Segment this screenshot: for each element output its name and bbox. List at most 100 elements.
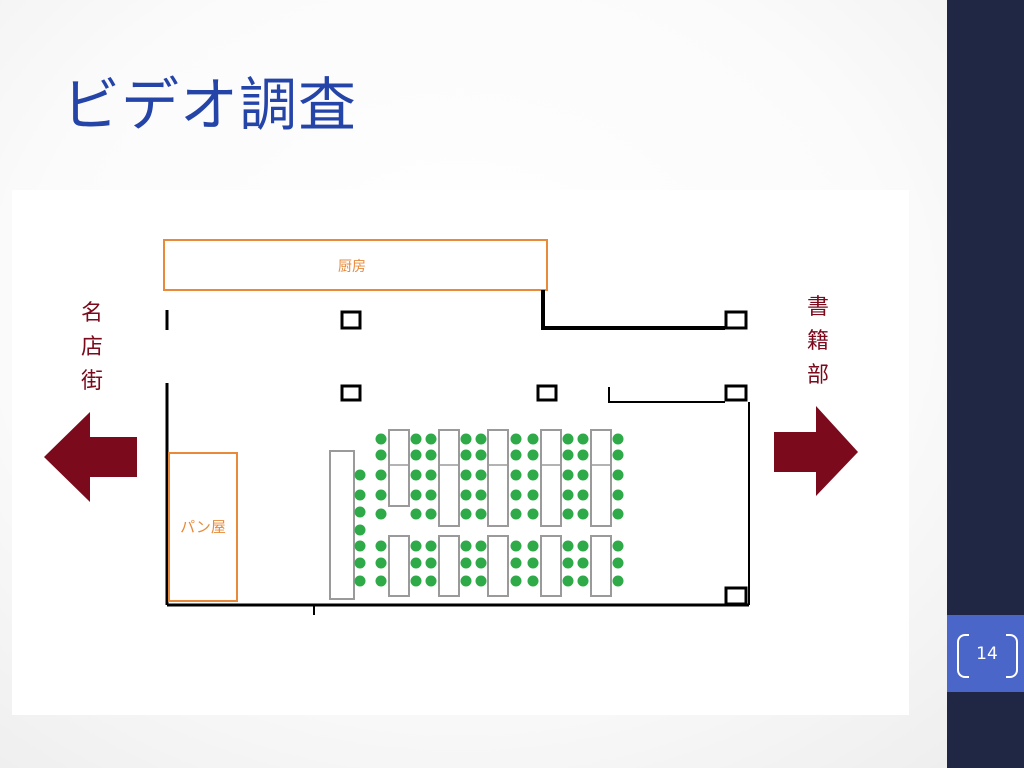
seat-dot: [410, 489, 422, 501]
seat-dot: [354, 469, 366, 481]
seat-dot: [375, 449, 387, 461]
seat-dot: [410, 449, 422, 461]
seat-dot: [510, 469, 522, 481]
bakery-box: [168, 452, 238, 602]
seat-dot: [425, 489, 437, 501]
seat-dot: [410, 508, 422, 520]
seat-dot: [577, 433, 589, 445]
seat-dot: [510, 540, 522, 552]
floorplan-canvas: 厨房 パン屋: [12, 190, 909, 715]
seat-dot: [460, 433, 472, 445]
seat-dot: [527, 540, 539, 552]
kitchen-box: [163, 239, 548, 291]
seat-dot: [410, 557, 422, 569]
seat-dot: [425, 557, 437, 569]
table: [540, 535, 562, 597]
right-exit-arrow: [774, 406, 858, 496]
seat-dot: [475, 557, 487, 569]
table: [487, 535, 509, 597]
seat-dot: [577, 540, 589, 552]
seat-dot: [425, 540, 437, 552]
seat-dot: [375, 489, 387, 501]
pillars: [340, 310, 748, 606]
seat-dot: [460, 449, 472, 461]
seat-dot: [612, 508, 624, 520]
seat-dot: [562, 557, 574, 569]
seat-dot: [612, 433, 624, 445]
seat-dot: [527, 557, 539, 569]
seat-dot: [425, 575, 437, 587]
walls: [165, 290, 750, 615]
wall-right-inner: [608, 387, 725, 403]
wall-kitchen-corner: [541, 290, 725, 330]
page-number: 14: [976, 644, 998, 664]
seat-dot: [425, 508, 437, 520]
seat-dot: [475, 540, 487, 552]
seat-dot: [354, 557, 366, 569]
seat-dot: [460, 469, 472, 481]
seat-dot: [510, 433, 522, 445]
seat-dot: [527, 489, 539, 501]
seat-dot: [562, 575, 574, 587]
seat-dot: [460, 508, 472, 520]
pillar: [724, 310, 748, 330]
seat-dot: [510, 575, 522, 587]
table: [388, 535, 410, 597]
seat-dot: [577, 557, 589, 569]
seat-dot: [475, 433, 487, 445]
seat-dot: [510, 489, 522, 501]
seat-dot: [410, 469, 422, 481]
seat-dot: [612, 540, 624, 552]
seat-dot: [612, 557, 624, 569]
seat-dot: [577, 508, 589, 520]
seat-dot: [410, 575, 422, 587]
seat-dot: [562, 433, 574, 445]
seat-dot: [527, 508, 539, 520]
pillar: [724, 384, 748, 402]
seat-dot: [577, 489, 589, 501]
seats: [354, 433, 624, 587]
long-table: [329, 450, 355, 600]
seat-dot: [475, 449, 487, 461]
seat-dot: [375, 575, 387, 587]
page-bracket-left: [957, 634, 969, 678]
seat-dot: [562, 489, 574, 501]
seat-dot: [475, 469, 487, 481]
floorplan-diagram: 厨房 パン屋: [44, 239, 858, 615]
left-exit-label: 名店街: [81, 301, 103, 394]
page-bracket-right: [1006, 634, 1018, 678]
seat-dot: [562, 508, 574, 520]
seat-dot: [612, 489, 624, 501]
right-exit-label: 書籍部: [807, 295, 829, 388]
seat-dot: [375, 433, 387, 445]
seat-dot: [562, 469, 574, 481]
seat-dot: [577, 469, 589, 481]
seat-dot: [612, 575, 624, 587]
seat-dot: [510, 557, 522, 569]
seat-dot: [425, 433, 437, 445]
seat-dot: [562, 449, 574, 461]
pillar: [340, 310, 362, 330]
table: [438, 535, 460, 597]
seat-dot: [527, 433, 539, 445]
bakery-label: パン屋: [180, 518, 226, 536]
seat-dot: [577, 575, 589, 587]
table: [590, 429, 612, 527]
table: [487, 429, 509, 527]
seat-dot: [527, 575, 539, 587]
seat-dot: [354, 489, 366, 501]
tables: [388, 429, 612, 597]
pillar: [724, 586, 748, 606]
seat-dot: [354, 524, 366, 536]
seat-dot: [527, 469, 539, 481]
slide-title: ビデオ調査: [62, 71, 358, 139]
table: [590, 535, 612, 597]
seat-dot: [410, 433, 422, 445]
seat-dot: [475, 489, 487, 501]
seat-dot: [460, 489, 472, 501]
seat-dot: [354, 506, 366, 518]
seat-dot: [375, 508, 387, 520]
seat-dot: [460, 575, 472, 587]
seat-dot: [510, 449, 522, 461]
seat-dot: [562, 540, 574, 552]
